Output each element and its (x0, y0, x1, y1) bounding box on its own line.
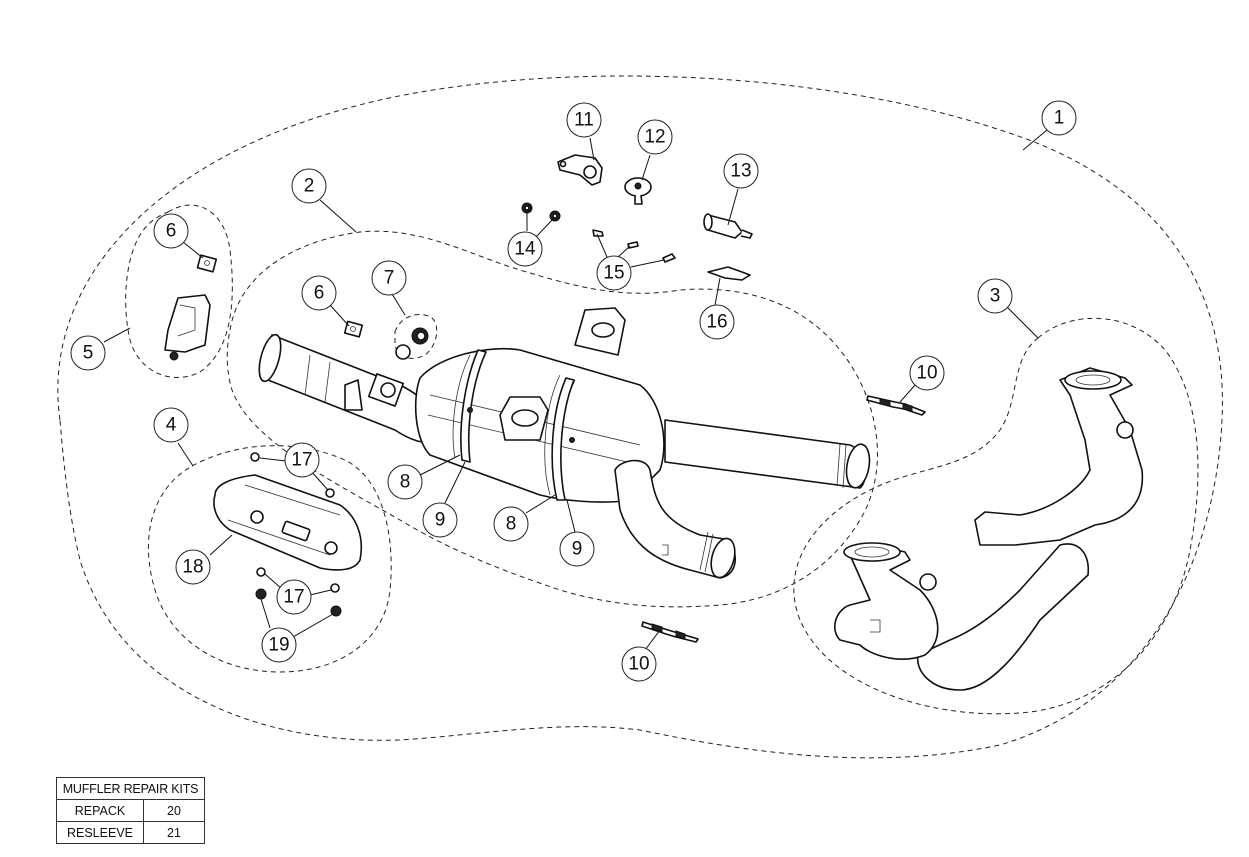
boundary-group-1 (57, 75, 1223, 759)
muffler-repair-kits-table: MUFFLER REPAIR KITS REPACK 20 RESLEEVE 2… (56, 777, 205, 844)
svg-text:14: 14 (514, 239, 536, 260)
part-spacer (703, 213, 753, 239)
part-header-pipes (834, 367, 1144, 691)
callout-19: 19 (261, 627, 297, 663)
callout-10b: 10 (621, 646, 657, 682)
part-sensor-plug (395, 327, 429, 360)
part-spring-1 (866, 395, 926, 416)
svg-text:4: 4 (166, 415, 177, 436)
callout-9a: 9 (422, 502, 458, 538)
kit-name: REPACK (56, 799, 144, 822)
part-washers-14 (521, 202, 561, 222)
callout-13: 13 (723, 153, 759, 189)
part-screws-15 (592, 229, 676, 263)
boundary-group-5 (125, 204, 233, 378)
table-row: RESLEEVE 21 (56, 821, 205, 844)
callout-17a: 17 (284, 442, 320, 478)
kit-number: 21 (143, 821, 205, 844)
callout-3: 3 (977, 278, 1013, 314)
part-washers-17 (250, 452, 340, 593)
callout-6a: 6 (153, 213, 189, 249)
part-mounting-bracket (557, 154, 603, 186)
boundary-group-2 (226, 230, 878, 608)
svg-text:1: 1 (1054, 108, 1065, 129)
callout-11: 11 (566, 102, 602, 138)
svg-text:11: 11 (574, 110, 594, 131)
callout-10a: 10 (909, 355, 945, 391)
callout-6b: 6 (301, 275, 337, 311)
part-bracket (164, 294, 211, 361)
callout-16: 16 (699, 304, 735, 340)
part-spring-2 (641, 621, 699, 643)
callout-12: 12 (637, 119, 673, 155)
table-row: REPACK 20 (56, 799, 205, 822)
svg-text:13: 13 (730, 161, 751, 182)
svg-text:6: 6 (314, 283, 325, 304)
callout-1: 1 (1041, 100, 1077, 136)
svg-text:5: 5 (83, 343, 94, 364)
svg-text:18: 18 (182, 557, 203, 578)
svg-text:15: 15 (603, 263, 624, 284)
callout-9b: 9 (559, 531, 595, 567)
svg-text:2: 2 (304, 176, 315, 197)
table-header-row: MUFFLER REPAIR KITS (56, 777, 205, 800)
svg-text:16: 16 (706, 312, 727, 333)
part-clip-nut-1 (196, 254, 218, 273)
svg-text:10: 10 (628, 654, 649, 675)
callout-14: 14 (507, 231, 543, 267)
callout-5: 5 (70, 335, 106, 371)
part-heat-shield (213, 474, 363, 571)
svg-text:19: 19 (268, 635, 289, 656)
table-title: MUFFLER REPAIR KITS (56, 777, 205, 800)
kit-number: 20 (143, 799, 205, 822)
svg-text:17: 17 (283, 587, 304, 608)
svg-text:8: 8 (506, 514, 517, 535)
callout-7: 7 (371, 260, 407, 296)
callout-15: 15 (596, 255, 632, 291)
callout-8a: 8 (387, 464, 423, 500)
svg-text:10: 10 (916, 363, 937, 384)
part-clip-nut-2 (343, 320, 364, 338)
leader-lines (103, 129, 1048, 651)
callout-2: 2 (291, 168, 327, 204)
svg-text:9: 9 (572, 539, 583, 560)
boundary-group-4 (147, 445, 392, 673)
callout-17b: 17 (276, 579, 312, 615)
svg-text:9: 9 (435, 510, 446, 531)
svg-text:7: 7 (384, 268, 395, 289)
svg-text:8: 8 (400, 472, 411, 493)
svg-text:3: 3 (990, 286, 1001, 307)
svg-text:17: 17 (291, 450, 312, 471)
boundary-group-3 (793, 317, 1199, 715)
part-grommet (624, 177, 652, 205)
svg-text:12: 12 (644, 127, 665, 148)
part-muffler (258, 307, 871, 579)
callout-8b: 8 (493, 506, 529, 542)
callout-18: 18 (175, 549, 211, 585)
kit-name: RESLEEVE (56, 821, 144, 844)
svg-text:6: 6 (166, 221, 177, 242)
callout-4: 4 (153, 407, 189, 443)
part-spring-tool (707, 266, 751, 281)
